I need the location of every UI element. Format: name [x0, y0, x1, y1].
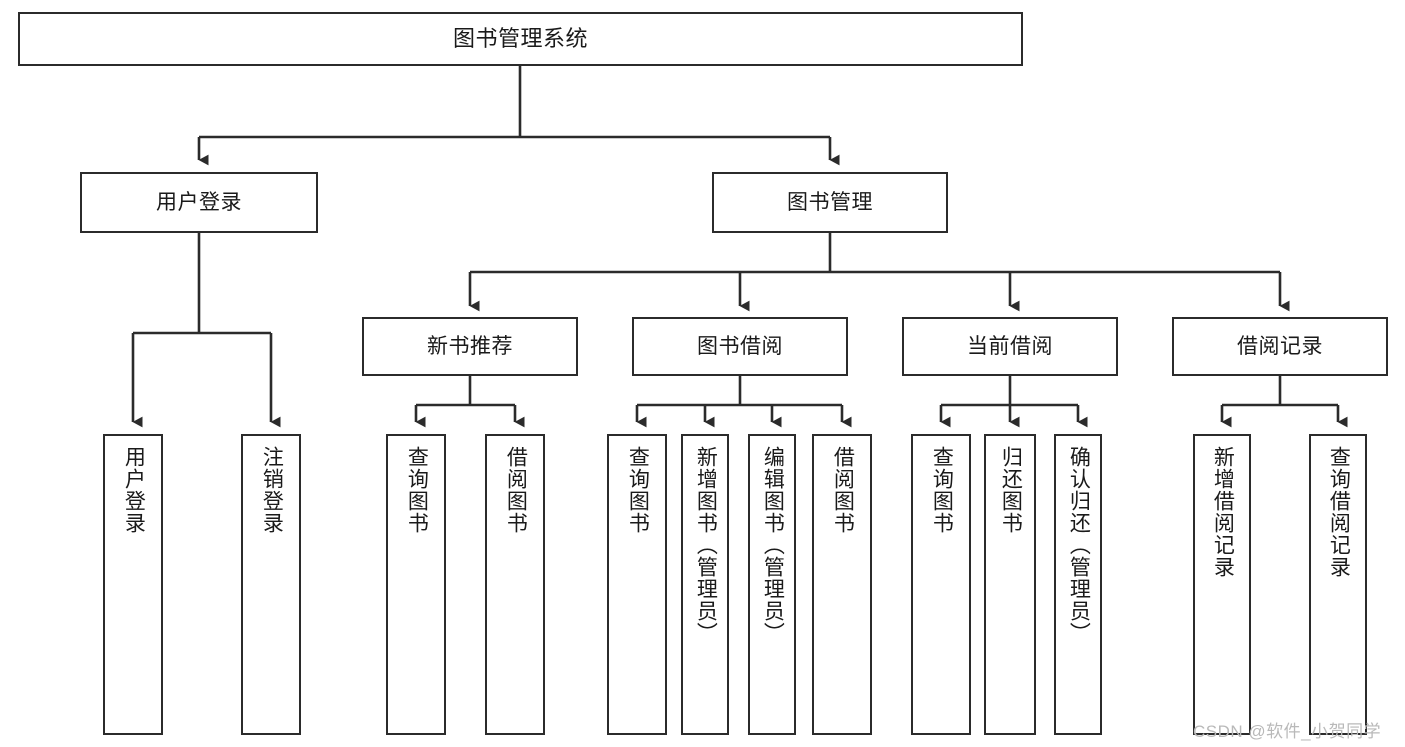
node-leaf-confirm-return-admin-label: 确认归还（管理员） [1067, 446, 1091, 644]
node-leaf-add-book-admin[interactable]: 新增图书（管理员） [681, 434, 729, 735]
node-new-book-recommend-label: 新书推荐 [427, 334, 513, 358]
node-current-borrow-label: 当前借阅 [967, 334, 1053, 358]
node-book-manage-label: 图书管理 [787, 190, 873, 214]
csdn-watermark: CSDN @软件_小贺同学 [1193, 722, 1382, 741]
node-leaf-user-login[interactable]: 用户登录 [103, 434, 163, 735]
node-leaf-confirm-return-admin[interactable]: 确认归还（管理员） [1054, 434, 1102, 735]
node-leaf-query-book-current[interactable]: 查询图书 [911, 434, 971, 735]
node-leaf-edit-book-admin[interactable]: 编辑图书（管理员） [748, 434, 796, 735]
node-leaf-query-book-recommend-label: 查询图书 [405, 446, 429, 534]
node-leaf-borrow-book[interactable]: 借阅图书 [812, 434, 872, 735]
node-leaf-borrow-book-recommend-label: 借阅图书 [504, 446, 528, 534]
node-leaf-user-login-label: 用户登录 [122, 446, 146, 534]
node-leaf-add-borrow-record[interactable]: 新增借阅记录 [1193, 434, 1251, 735]
node-book-manage[interactable]: 图书管理 [712, 172, 948, 233]
node-leaf-query-borrow-record-label: 查询借阅记录 [1327, 446, 1351, 578]
node-root-system-label: 图书管理系统 [452, 25, 588, 51]
node-leaf-query-book-current-label: 查询图书 [930, 446, 954, 534]
node-leaf-add-book-admin-label: 新增图书（管理员） [694, 446, 718, 644]
node-book-borrow-label: 图书借阅 [697, 334, 783, 358]
node-leaf-borrow-book-label: 借阅图书 [831, 446, 855, 534]
node-user-login[interactable]: 用户登录 [80, 172, 318, 233]
node-leaf-logout[interactable]: 注销登录 [241, 434, 301, 735]
node-root-system[interactable]: 图书管理系统 [18, 12, 1023, 66]
node-leaf-return-book[interactable]: 归还图书 [984, 434, 1036, 735]
node-book-borrow[interactable]: 图书借阅 [632, 317, 848, 376]
node-leaf-return-book-label: 归还图书 [999, 446, 1023, 534]
node-leaf-query-borrow-record[interactable]: 查询借阅记录 [1309, 434, 1367, 735]
node-leaf-query-book-borrow[interactable]: 查询图书 [607, 434, 667, 735]
node-leaf-add-borrow-record-label: 新增借阅记录 [1211, 446, 1235, 578]
node-user-login-label: 用户登录 [156, 190, 242, 214]
node-leaf-logout-label: 注销登录 [260, 446, 284, 534]
node-leaf-borrow-book-recommend[interactable]: 借阅图书 [485, 434, 545, 735]
node-leaf-edit-book-admin-label: 编辑图书（管理员） [761, 446, 785, 644]
node-new-book-recommend[interactable]: 新书推荐 [362, 317, 578, 376]
node-leaf-query-book-recommend[interactable]: 查询图书 [386, 434, 446, 735]
node-borrow-record[interactable]: 借阅记录 [1172, 317, 1388, 376]
node-leaf-query-book-borrow-label: 查询图书 [626, 446, 650, 534]
node-current-borrow[interactable]: 当前借阅 [902, 317, 1118, 376]
node-borrow-record-label: 借阅记录 [1237, 334, 1323, 358]
